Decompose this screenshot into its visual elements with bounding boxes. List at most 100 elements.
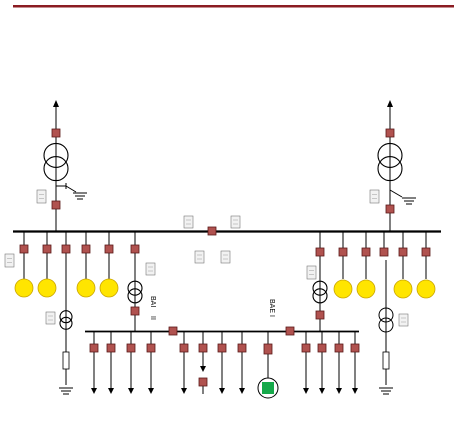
section-right-label: BAE I: [268, 299, 275, 317]
breaker-gen-right-c: [398, 247, 408, 257]
feeder-arrow-d: [148, 388, 154, 394]
breaker-section-left-top: [130, 244, 140, 254]
breaker-gen-left-a: [19, 244, 29, 254]
transformer-section-left: [127, 280, 143, 304]
relay-box-frame: [398, 313, 409, 327]
relay-box-section-left: [145, 262, 156, 276]
transformer-section-right: [312, 280, 328, 304]
top-rule-line: [13, 5, 454, 8]
transformer-winding: [59, 316, 73, 330]
breaker-gen-right-a: [338, 247, 348, 257]
relay-box-gen-right: [306, 265, 317, 280]
breaker-bus-coupler: [207, 226, 217, 236]
breaker-feeder-c: [126, 343, 136, 353]
section-left-label: BAI: [149, 296, 156, 307]
breaker-section-right-top: [315, 247, 325, 257]
feeder-arrow-a: [91, 388, 97, 394]
earth-switch-left-blade: [65, 185, 77, 193]
ground-right: [379, 387, 393, 395]
earth-switch-left-ground: [73, 192, 87, 200]
section-left-suffix-label: II: [149, 316, 156, 320]
breaker-section-right-bottom: [315, 310, 325, 320]
relay-box-frame: [183, 215, 194, 229]
feeder-arrow-g: [219, 388, 225, 394]
feeder-arrow-i: [303, 388, 309, 394]
transformer-winding: [59, 310, 73, 324]
breaker-feeder-f-lower: [198, 377, 208, 387]
breaker-aux-right-top: [379, 247, 389, 257]
transformer-main-left: [43, 142, 69, 182]
feeder-arrow-e: [181, 388, 187, 394]
source-arrow-right: [387, 100, 393, 107]
busbars: [13, 230, 441, 333]
relay-box-frame: [194, 250, 205, 264]
transformer-winding: [377, 156, 403, 182]
transformer-winding: [127, 288, 143, 304]
breaker-feeder-e: [179, 343, 189, 353]
breaker-gen-left-c: [81, 244, 91, 254]
breaker-gen-right-b: [361, 247, 371, 257]
feeder-arrow-c: [128, 388, 134, 394]
resistor-left: [62, 351, 70, 370]
feeders: [53, 100, 393, 394]
top-rule: [13, 5, 454, 8]
feeder-arrow-k: [336, 388, 342, 394]
transformer-aux-left: [59, 310, 73, 330]
breaker-feeder-f: [198, 343, 208, 353]
feeder-f-arrow: [200, 366, 206, 372]
breaker-feeder-l: [350, 343, 360, 353]
transformer-winding: [312, 288, 328, 304]
transformer-winding: [43, 156, 69, 182]
generator-left-a: [14, 278, 34, 298]
unit-green-block: [262, 382, 274, 394]
generators: [14, 278, 436, 299]
breaker-feeder-i: [301, 343, 311, 353]
breaker-gen-left-d: [104, 244, 114, 254]
breaker-incomer-right-bottom: [385, 204, 395, 214]
earth-switch-right-blade: [389, 189, 403, 198]
transformer-aux-right-winding: [378, 307, 394, 323]
breaker-unit: [263, 343, 273, 355]
relay-box-gen-left: [4, 253, 15, 268]
generator-right-a: [333, 279, 353, 299]
feeder-arrow-j: [319, 388, 325, 394]
relay-box-frame: [220, 250, 231, 264]
breaker-feeder-j: [317, 343, 327, 353]
generator-right-d: [416, 279, 436, 299]
relay-box-frame: [230, 215, 241, 229]
relay-box-frame: [306, 265, 317, 280]
breaker-feeder-k: [334, 343, 344, 353]
feeder-arrow-l: [352, 388, 358, 394]
relay-box-incomer-right: [369, 189, 380, 204]
ground-left: [59, 387, 73, 395]
transformer-winding: [377, 142, 403, 168]
relay-box-frame: [4, 253, 15, 268]
relay-box-aux-right: [398, 313, 409, 327]
feeder-arrow-h: [239, 388, 245, 394]
breaker-feeder-a: [89, 343, 99, 353]
relay-boxes: [4, 189, 409, 327]
breaker-gen-left-b: [42, 244, 52, 254]
relay-box-incomer-left: [36, 189, 47, 204]
breaker-feeder-b: [106, 343, 116, 353]
breaker-incomer-right-top: [385, 128, 395, 138]
generator-right-b: [356, 279, 376, 299]
transformers: [43, 142, 403, 333]
transformer-winding: [312, 280, 328, 296]
earth-switch-right-ground: [402, 197, 416, 205]
breaker-feeder-g: [217, 343, 227, 353]
source-arrow-left: [53, 100, 59, 107]
breaker-incomer-left-bottom: [51, 200, 61, 210]
relay-box-coupler-left: [183, 215, 194, 229]
generator-left-d: [99, 278, 119, 298]
relay-box-coupler-right: [230, 215, 241, 229]
breaker-aux-left: [61, 244, 71, 254]
transformer-aux-right-winding: [378, 317, 394, 333]
relay-box-center-right: [220, 250, 231, 264]
breaker-incomer-left-top: [51, 128, 61, 138]
relay-box-frame: [145, 262, 156, 276]
resistor-right: [382, 351, 390, 370]
breakers: [19, 128, 431, 387]
breaker-section-tie-left: [168, 326, 178, 336]
